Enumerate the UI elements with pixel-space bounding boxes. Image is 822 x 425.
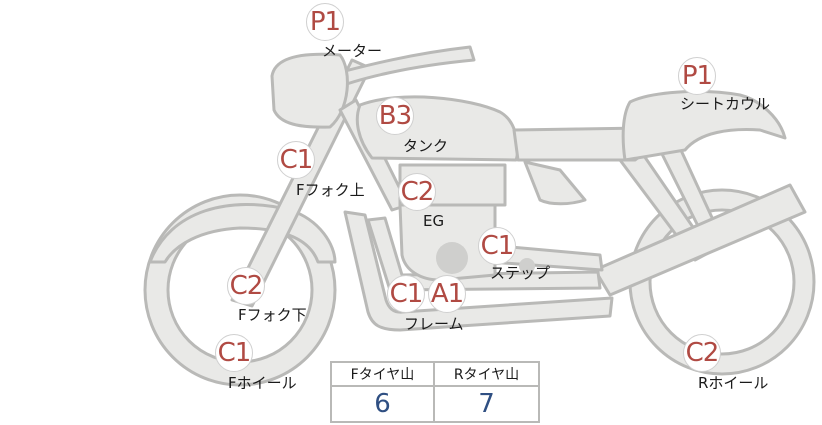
tire-tread-table: Fタイヤ山 Rタイヤ山 6 7 — [330, 361, 540, 423]
side-panel — [523, 160, 587, 206]
engine-label: EG — [423, 212, 445, 230]
tank-label: タンク — [403, 137, 449, 155]
step-label: ステップ — [490, 264, 551, 282]
ffork-lower-label: Fフォク下 — [238, 306, 307, 324]
meter-label: メーター — [322, 42, 383, 60]
ffork-lower-grade-badge: C2 — [227, 267, 265, 305]
ffork-upper-grade-badge: C1 — [277, 141, 315, 179]
rear-tire-header: Rタイヤ山 — [435, 363, 538, 387]
fwheel-grade-badge: C1 — [215, 334, 253, 372]
seat-cowl-grade-badge: P1 — [678, 57, 716, 95]
handlebar — [316, 45, 476, 92]
swing-arm — [593, 183, 807, 297]
engine-grade-badge: C2 — [398, 173, 436, 211]
frame-grade-badge-a1: A1 — [428, 275, 466, 313]
rwheel-grade-badge: C2 — [683, 334, 721, 372]
frame-grade-badge-c1: C1 — [387, 275, 425, 313]
front-tire-header: Fタイヤ山 — [332, 363, 435, 387]
step-grade-badge: C1 — [478, 227, 516, 265]
seat-cowl-label: シートカウル — [680, 95, 771, 113]
rear-tire-value: 7 — [478, 389, 495, 419]
frame-label: フレーム — [404, 315, 464, 333]
headlight — [270, 52, 349, 129]
meter-grade-badge: P1 — [306, 3, 344, 41]
frame-downtube — [343, 210, 614, 332]
ffork-upper-label: Fフォク上 — [296, 181, 365, 199]
fwheel-label: Fホイール — [228, 374, 297, 392]
front-tire-value: 6 — [332, 387, 435, 421]
tank-grade-badge: B3 — [376, 97, 414, 135]
rwheel-label: Rホイール — [698, 374, 769, 392]
